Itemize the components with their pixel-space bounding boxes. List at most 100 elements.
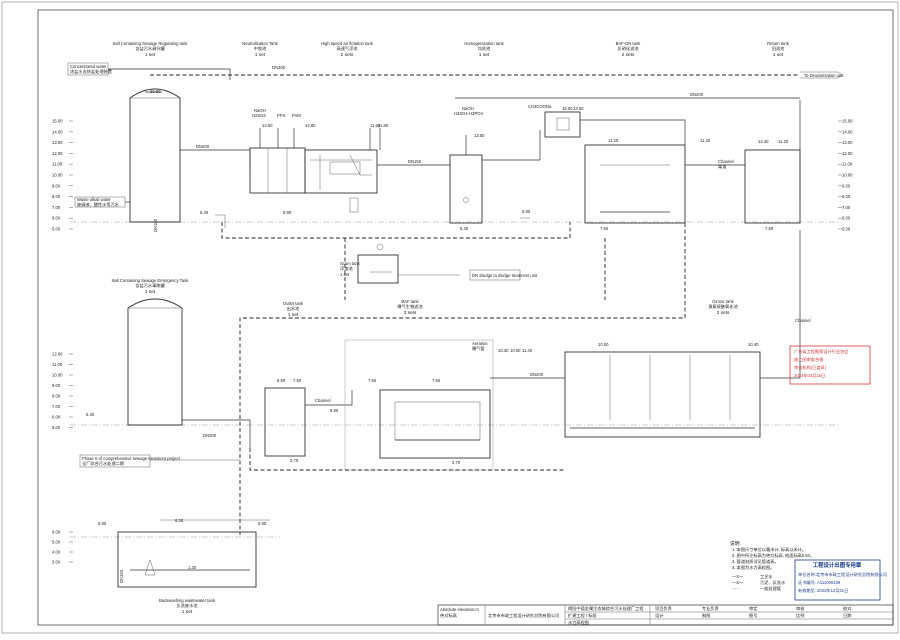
elevation-tick-label: 14.00 <box>842 129 853 134</box>
elevation-tick-label: 4.00 <box>52 550 61 555</box>
level-bot2: 6.30 <box>175 518 184 523</box>
svg-text:BAF-DN tank: BAF-DN tank <box>616 41 642 46</box>
svg-text:施工图审查合格: 施工图审查合格 <box>794 356 824 363</box>
level-b5: 10.30 <box>498 348 509 353</box>
unit-title-baf-dn: BAF-DN tank 反硝化滤池 2 sets <box>616 41 642 58</box>
level-g6: 2.70 <box>290 458 299 463</box>
channel-label-mid: Channel <box>315 398 331 403</box>
chem-h2so4: H2SO4 <box>252 113 266 118</box>
svg-text:Neutralization Tank: Neutralization Tank <box>242 41 278 46</box>
title-block-cell: 图号 <box>749 613 757 619</box>
svg-text:浮渣池: 浮渣池 <box>340 265 353 272</box>
level-t2: 13.50 <box>262 123 273 128</box>
unit-title-baf: BAF tank 曝气生物滤池 3 sets <box>397 299 423 316</box>
svg-text:1 set: 1 set <box>145 289 156 295</box>
elevation-tick-label: 12.00 <box>52 352 63 357</box>
scum-tank: Scum tank 浮渣池 1 set <box>340 243 399 284</box>
svg-text:污泥、反洗水: 污泥、反洗水 <box>760 579 786 586</box>
svg-text:Outlet tank: Outlet tank <box>283 301 304 306</box>
elevation-tick-label: 5.00 <box>52 540 61 545</box>
svg-text:工艺水: 工艺水 <box>760 573 773 579</box>
svg-text:DN150: DN150 <box>153 218 158 232</box>
baf-tank: 7.60 7.60 10.30 10.00 11.40 2.70 Aeratio… <box>368 341 533 465</box>
phase2-cn: 全厂综合污水处理二期 <box>82 460 124 467</box>
svg-text:回流池: 回流池 <box>772 45 785 52</box>
level-bot1: 5.90 <box>98 521 107 526</box>
svg-text:臭氧接触氧化池: 臭氧接触氧化池 <box>708 303 738 310</box>
aeration-cn: 曝气管 <box>472 345 485 352</box>
elevation-tick-label: 10.00 <box>52 373 63 378</box>
elevation-tick-label: 5.00 <box>52 227 61 232</box>
title-block-cell: 比例 <box>796 612 804 619</box>
sludge-pipe-top-1 <box>221 222 571 239</box>
svg-text:1 set: 1 set <box>340 272 350 277</box>
project-subtitle: 扩建工程 I 标段 <box>568 612 597 619</box>
elevation-tick-label: 8.00 <box>52 394 61 399</box>
unit-title-return: Return tank 回流池 1 set <box>767 41 790 58</box>
svg-text:1 set: 1 set <box>182 609 193 615</box>
elevation-tick-label: 5.00 <box>842 227 851 232</box>
pipe-size-2: DN200 <box>196 144 210 149</box>
channel-label-top: Channel <box>718 159 734 164</box>
level-b3: 7.60 <box>368 378 377 383</box>
neutralization-tank: NaOH H2SO4 PFS PAM 13.50 12.60 5.90 <box>249 108 316 215</box>
svg-text:- - -: - - - <box>732 586 739 591</box>
elevation-tick-label: 11.00 <box>842 162 853 167</box>
baf-dn-tank: 11.20 11.20 7.60 <box>584 138 711 231</box>
elevation-tick-label: 8.00 <box>842 194 851 199</box>
title-block-cell: 专业负责 <box>702 605 719 612</box>
abs-elev-cn: 绝对标高 <box>440 612 457 619</box>
phase2-label: Phase II of comprehensive sewage treatme… <box>82 456 181 461</box>
ozone-tank: 10.00 10.40 <box>564 342 761 438</box>
pipe-homog-to-dn <box>482 130 541 161</box>
svg-text:广东省工程勘察设计行业协会: 广东省工程勘察设计行业协会 <box>794 348 849 355</box>
elevation-tick-label: 9.00 <box>52 183 61 188</box>
level-dn-bottom: 7.60 <box>600 226 609 231</box>
level-t9: 11.20 <box>608 138 619 143</box>
svg-text:Salt Containing Sewage Regulat: Salt Containing Sewage Regulating tank <box>113 41 189 46</box>
level-t1: 20.80 <box>150 89 161 94</box>
level-t7: 15.00 <box>562 106 573 111</box>
svg-text:High speed air flotation tank: High speed air flotation tank <box>321 41 374 46</box>
svg-text:Return tank: Return tank <box>767 41 790 46</box>
level-return-bottom: 7.60 <box>765 226 774 231</box>
level-g2: 5.90 <box>283 210 292 215</box>
pipe-size-3: DN150 <box>408 159 422 164</box>
level-b8: 10.00 <box>598 342 609 347</box>
pipe-ozone-out <box>760 230 801 379</box>
level-g7: 5.90 <box>330 408 339 413</box>
level-t11: 11.20 <box>700 138 711 143</box>
svg-text:1. 本图尺寸单位以毫米计, 标高以米计。: 1. 本图尺寸单位以毫米计, 标高以米计。 <box>732 546 806 553</box>
level-b2: 7.50 <box>293 378 302 383</box>
svg-text:1 set: 1 set <box>288 312 299 318</box>
dn-sludge-label: DN Sludge to sludge treatment unit <box>472 273 538 278</box>
level-t3: 12.60 <box>305 123 316 128</box>
elevation-tick-label: 6.00 <box>52 415 61 420</box>
svg-text:Ozone tank: Ozone tank <box>712 299 734 304</box>
elevation-tick-label: 6.00 <box>52 216 61 221</box>
level-t8: 13.50 <box>573 106 584 111</box>
waste-alkali-label: Waste alkali water <box>77 197 111 202</box>
level-g1: 5.40 <box>200 210 209 215</box>
certification-stamp: 广东省工程勘察设计行业协会 施工图审查合格 审查机构(已盖章) 2024年03月… <box>789 345 871 385</box>
level-g4: 5.90 <box>522 209 531 214</box>
air-flotation-tank: 11.80 11.80 <box>304 123 389 213</box>
svg-text:2 sets: 2 sets <box>717 310 730 316</box>
inner-border <box>37 9 894 626</box>
homogenization-tank: NaOH H2SO4·H3PO4 13.50 5.40 <box>449 106 485 231</box>
pipe-emergency-out <box>182 419 251 448</box>
title-block-cell: 项目负责 <box>655 605 672 612</box>
elevation-tick-label: 14.00 <box>52 129 63 134</box>
svg-text:高速气浮池: 高速气浮池 <box>337 45 359 52</box>
svg-text:—X—: —X— <box>732 574 744 579</box>
elevation-tick-label: 13.00 <box>842 140 853 145</box>
svg-text:1 set: 1 set <box>145 52 156 58</box>
svg-text:2 sets: 2 sets <box>341 52 354 58</box>
elevation-tick-label: 12.00 <box>842 151 853 156</box>
svg-text:证书编号: A111005439: 证书编号: A111005439 <box>798 579 841 586</box>
concentrated-water-label: Concentrated water <box>70 64 107 69</box>
svg-text:含盐污水调节罐: 含盐污水调节罐 <box>135 45 165 52</box>
backwash-drain-pipe <box>239 223 686 535</box>
svg-text:审查机构(已盖章): 审查机构(已盖章) <box>794 364 827 371</box>
